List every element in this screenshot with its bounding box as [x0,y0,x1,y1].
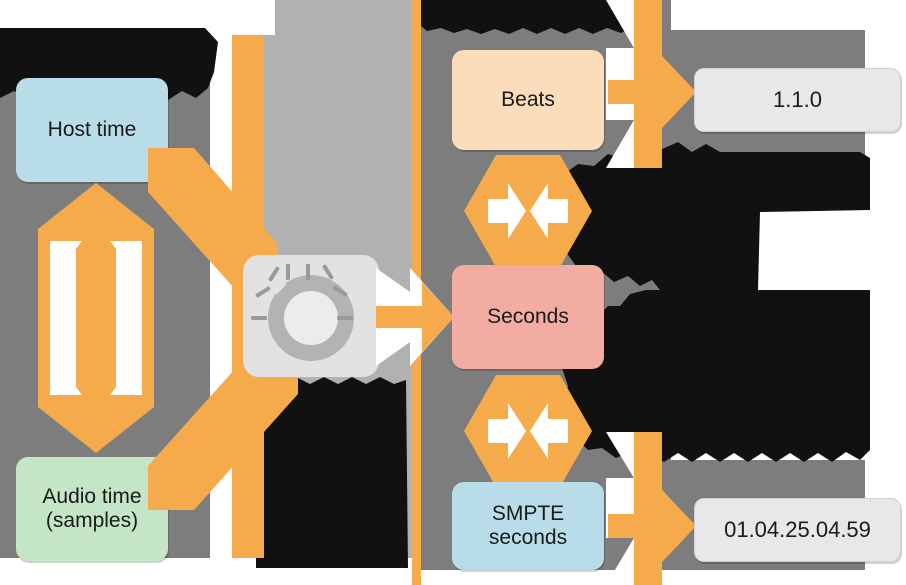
node-host-time-label: Host time [47,117,137,141]
hexagon-bidirectional-arrow-icon-bottom[interactable] [464,375,592,487]
redaction-blob-top-right [421,0,636,34]
value-box-beats[interactable]: 1.1.0 [694,68,901,132]
node-beats[interactable]: Beats [452,50,604,150]
hexagon-bidirectional-arrow-icon-top[interactable] [464,155,592,267]
value-box-beats-label: 1.1.0 [773,87,822,112]
knob-cap [284,291,338,345]
connector-host-to-band [148,148,278,288]
redaction-blob-center-left [256,377,408,568]
node-audio-time-label: Audio time (samples) [42,484,142,532]
knob-tick [251,316,267,320]
redaction-blob-mid-right [562,140,870,290]
node-smpte-seconds-label: SMPTE seconds [488,501,568,549]
arrow-right-icon-beats [606,0,696,168]
arrow-right-icon-smpte [606,432,696,585]
double-arrow-vertical-icon [38,183,154,453]
value-box-smpte[interactable]: 01.04.25.04.59 [694,498,901,562]
knob-pointer-icon [276,284,287,295]
knob-tick [337,316,353,320]
node-smpte-seconds[interactable]: SMPTE seconds [452,482,604,570]
knob-tick [306,264,310,280]
node-seconds[interactable]: Seconds [452,265,604,369]
node-audio-time[interactable]: Audio time (samples) [16,457,168,561]
orange-band-stub [232,380,264,558]
node-seconds-label: Seconds [487,304,569,328]
node-beats-label: Beats [501,87,555,111]
arrow-right-icon-middle [376,268,454,366]
knob-tick [286,264,290,280]
redaction-blob-low-right [562,290,870,462]
node-host-time[interactable]: Host time [16,78,168,182]
value-box-smpte-label: 01.04.25.04.59 [724,517,871,542]
